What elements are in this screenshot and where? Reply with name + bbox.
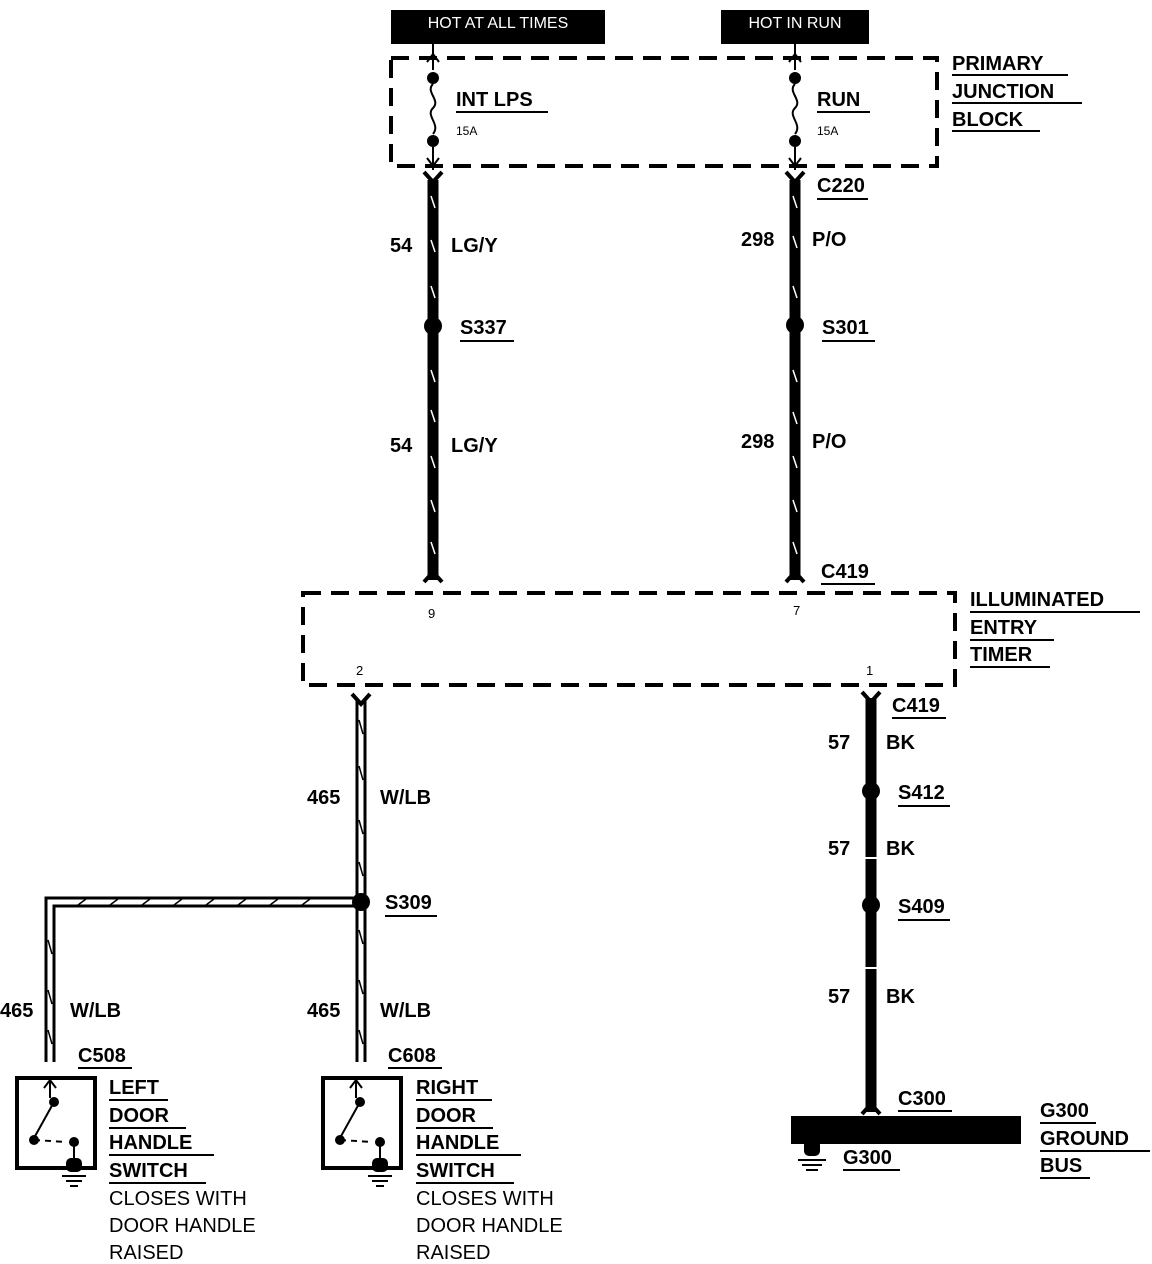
right-switch-title-3: HANDLE <box>416 1132 499 1154</box>
hot-at-all-times-label: HOT AT ALL TIMES <box>428 15 569 32</box>
ground-bus-title-1: G300 <box>1040 1100 1089 1122</box>
wire-465-upper-circuit: 465 <box>307 787 340 809</box>
wire-57-3-color: BK <box>886 986 915 1008</box>
connector-c419-bottom-label: C419 <box>892 695 940 717</box>
pjb-title-2: JUNCTION <box>952 81 1054 103</box>
wire-465-wlb <box>44 692 372 1062</box>
illuminated-entry-timer-box <box>301 591 957 687</box>
wire-54-upper-circuit: 54 <box>390 235 413 257</box>
wire-465-upper-color: W/LB <box>380 787 431 809</box>
left-switch-note-1: CLOSES WITH <box>109 1188 247 1210</box>
ground-bus-title-2: GROUND <box>1040 1128 1129 1150</box>
left-switch-note-3: RAISED <box>109 1242 183 1264</box>
wire-54-lower-circuit: 54 <box>390 435 413 457</box>
wire-57-1-circuit: 57 <box>828 732 850 754</box>
splice-s409-dot <box>862 896 880 914</box>
timer-title-1: ILLUMINATED <box>970 589 1104 611</box>
fuse-run-rating: 15A <box>817 124 838 138</box>
wire-465-right-circuit: 465 <box>307 1000 340 1022</box>
left-switch-title-4: SWITCH <box>109 1160 188 1182</box>
wire-465-left-color: W/LB <box>70 1000 121 1022</box>
timer-title-3: TIMER <box>970 644 1033 666</box>
wire-298-upper-color: P/O <box>812 229 846 251</box>
ground-point-label: G300 <box>843 1147 892 1169</box>
splice-s301-label: S301 <box>822 317 869 339</box>
connector-c508-label: C508 <box>78 1045 126 1067</box>
timer-pin-1: 1 <box>866 663 873 678</box>
connector-c300-label: C300 <box>898 1088 946 1110</box>
timer-pin-2: 2 <box>356 663 363 678</box>
timer-title-2: ENTRY <box>970 617 1038 639</box>
fuse-int-lps-name: INT LPS <box>456 89 533 111</box>
right-switch-title-4: SWITCH <box>416 1160 495 1182</box>
splice-s409-label: S409 <box>898 896 945 918</box>
wire-57-2-circuit: 57 <box>828 838 850 860</box>
splice-s309-label: S309 <box>385 892 432 914</box>
connector-c419-top-label: C419 <box>821 561 869 583</box>
splice-s301-dot <box>786 316 804 334</box>
wire-298-po <box>784 170 806 584</box>
splice-s412-dot <box>862 782 880 800</box>
wire-57-1-color: BK <box>886 732 915 754</box>
right-switch-note-1: CLOSES WITH <box>416 1188 554 1210</box>
splice-s412-label: S412 <box>898 782 945 804</box>
wire-298-upper-circuit: 298 <box>741 229 774 251</box>
fuse-int-lps <box>426 44 440 170</box>
wire-465-left-circuit: 465 <box>0 1000 33 1022</box>
wire-298-lower-circuit: 298 <box>741 431 774 453</box>
hot-at-all-times-header <box>391 10 605 44</box>
left-switch-title-2: DOOR <box>109 1105 170 1127</box>
pjb-title-1: PRIMARY <box>952 53 1044 75</box>
pjb-title-3: BLOCK <box>952 109 1024 131</box>
connector-c220-label: C220 <box>817 175 865 197</box>
wire-57-2-color: BK <box>886 838 915 860</box>
splice-s337-dot <box>424 317 442 335</box>
wire-465-right-color: W/LB <box>380 1000 431 1022</box>
left-switch-title-3: HANDLE <box>109 1132 192 1154</box>
ground-g300-icon <box>798 1140 826 1171</box>
splice-s309-dot <box>352 893 370 911</box>
fuse-run-name: RUN <box>817 89 860 111</box>
wire-57-3-circuit: 57 <box>828 986 850 1008</box>
right-switch-title-1: RIGHT <box>416 1077 478 1099</box>
connector-c608-label: C608 <box>388 1045 436 1067</box>
timer-pin-7: 7 <box>793 603 800 618</box>
splice-s337-label: S337 <box>460 317 507 339</box>
wire-54-upper-color: LG/Y <box>451 235 498 257</box>
fuse-run <box>788 44 802 170</box>
wire-54-lgy <box>422 170 444 584</box>
left-switch-title-1: LEFT <box>109 1077 159 1099</box>
right-door-handle-switch <box>321 1076 403 1187</box>
right-switch-note-3: RAISED <box>416 1242 490 1264</box>
timer-pin-9: 9 <box>428 606 435 621</box>
hot-in-run-header <box>721 10 869 44</box>
right-switch-note-2: DOOR HANDLE <box>416 1215 563 1237</box>
wire-54-lower-color: LG/Y <box>451 435 498 457</box>
ground-bus-bar <box>791 1116 1021 1144</box>
ground-bus-title-3: BUS <box>1040 1155 1082 1177</box>
fuse-int-lps-rating: 15A <box>456 124 477 138</box>
right-switch-title-2: DOOR <box>416 1105 477 1127</box>
primary-junction-block-box <box>389 56 939 168</box>
left-door-handle-switch <box>15 1076 97 1187</box>
wire-298-lower-color: P/O <box>812 431 846 453</box>
hot-in-run-label: HOT IN RUN <box>748 15 841 32</box>
left-switch-note-2: DOOR HANDLE <box>109 1215 256 1237</box>
